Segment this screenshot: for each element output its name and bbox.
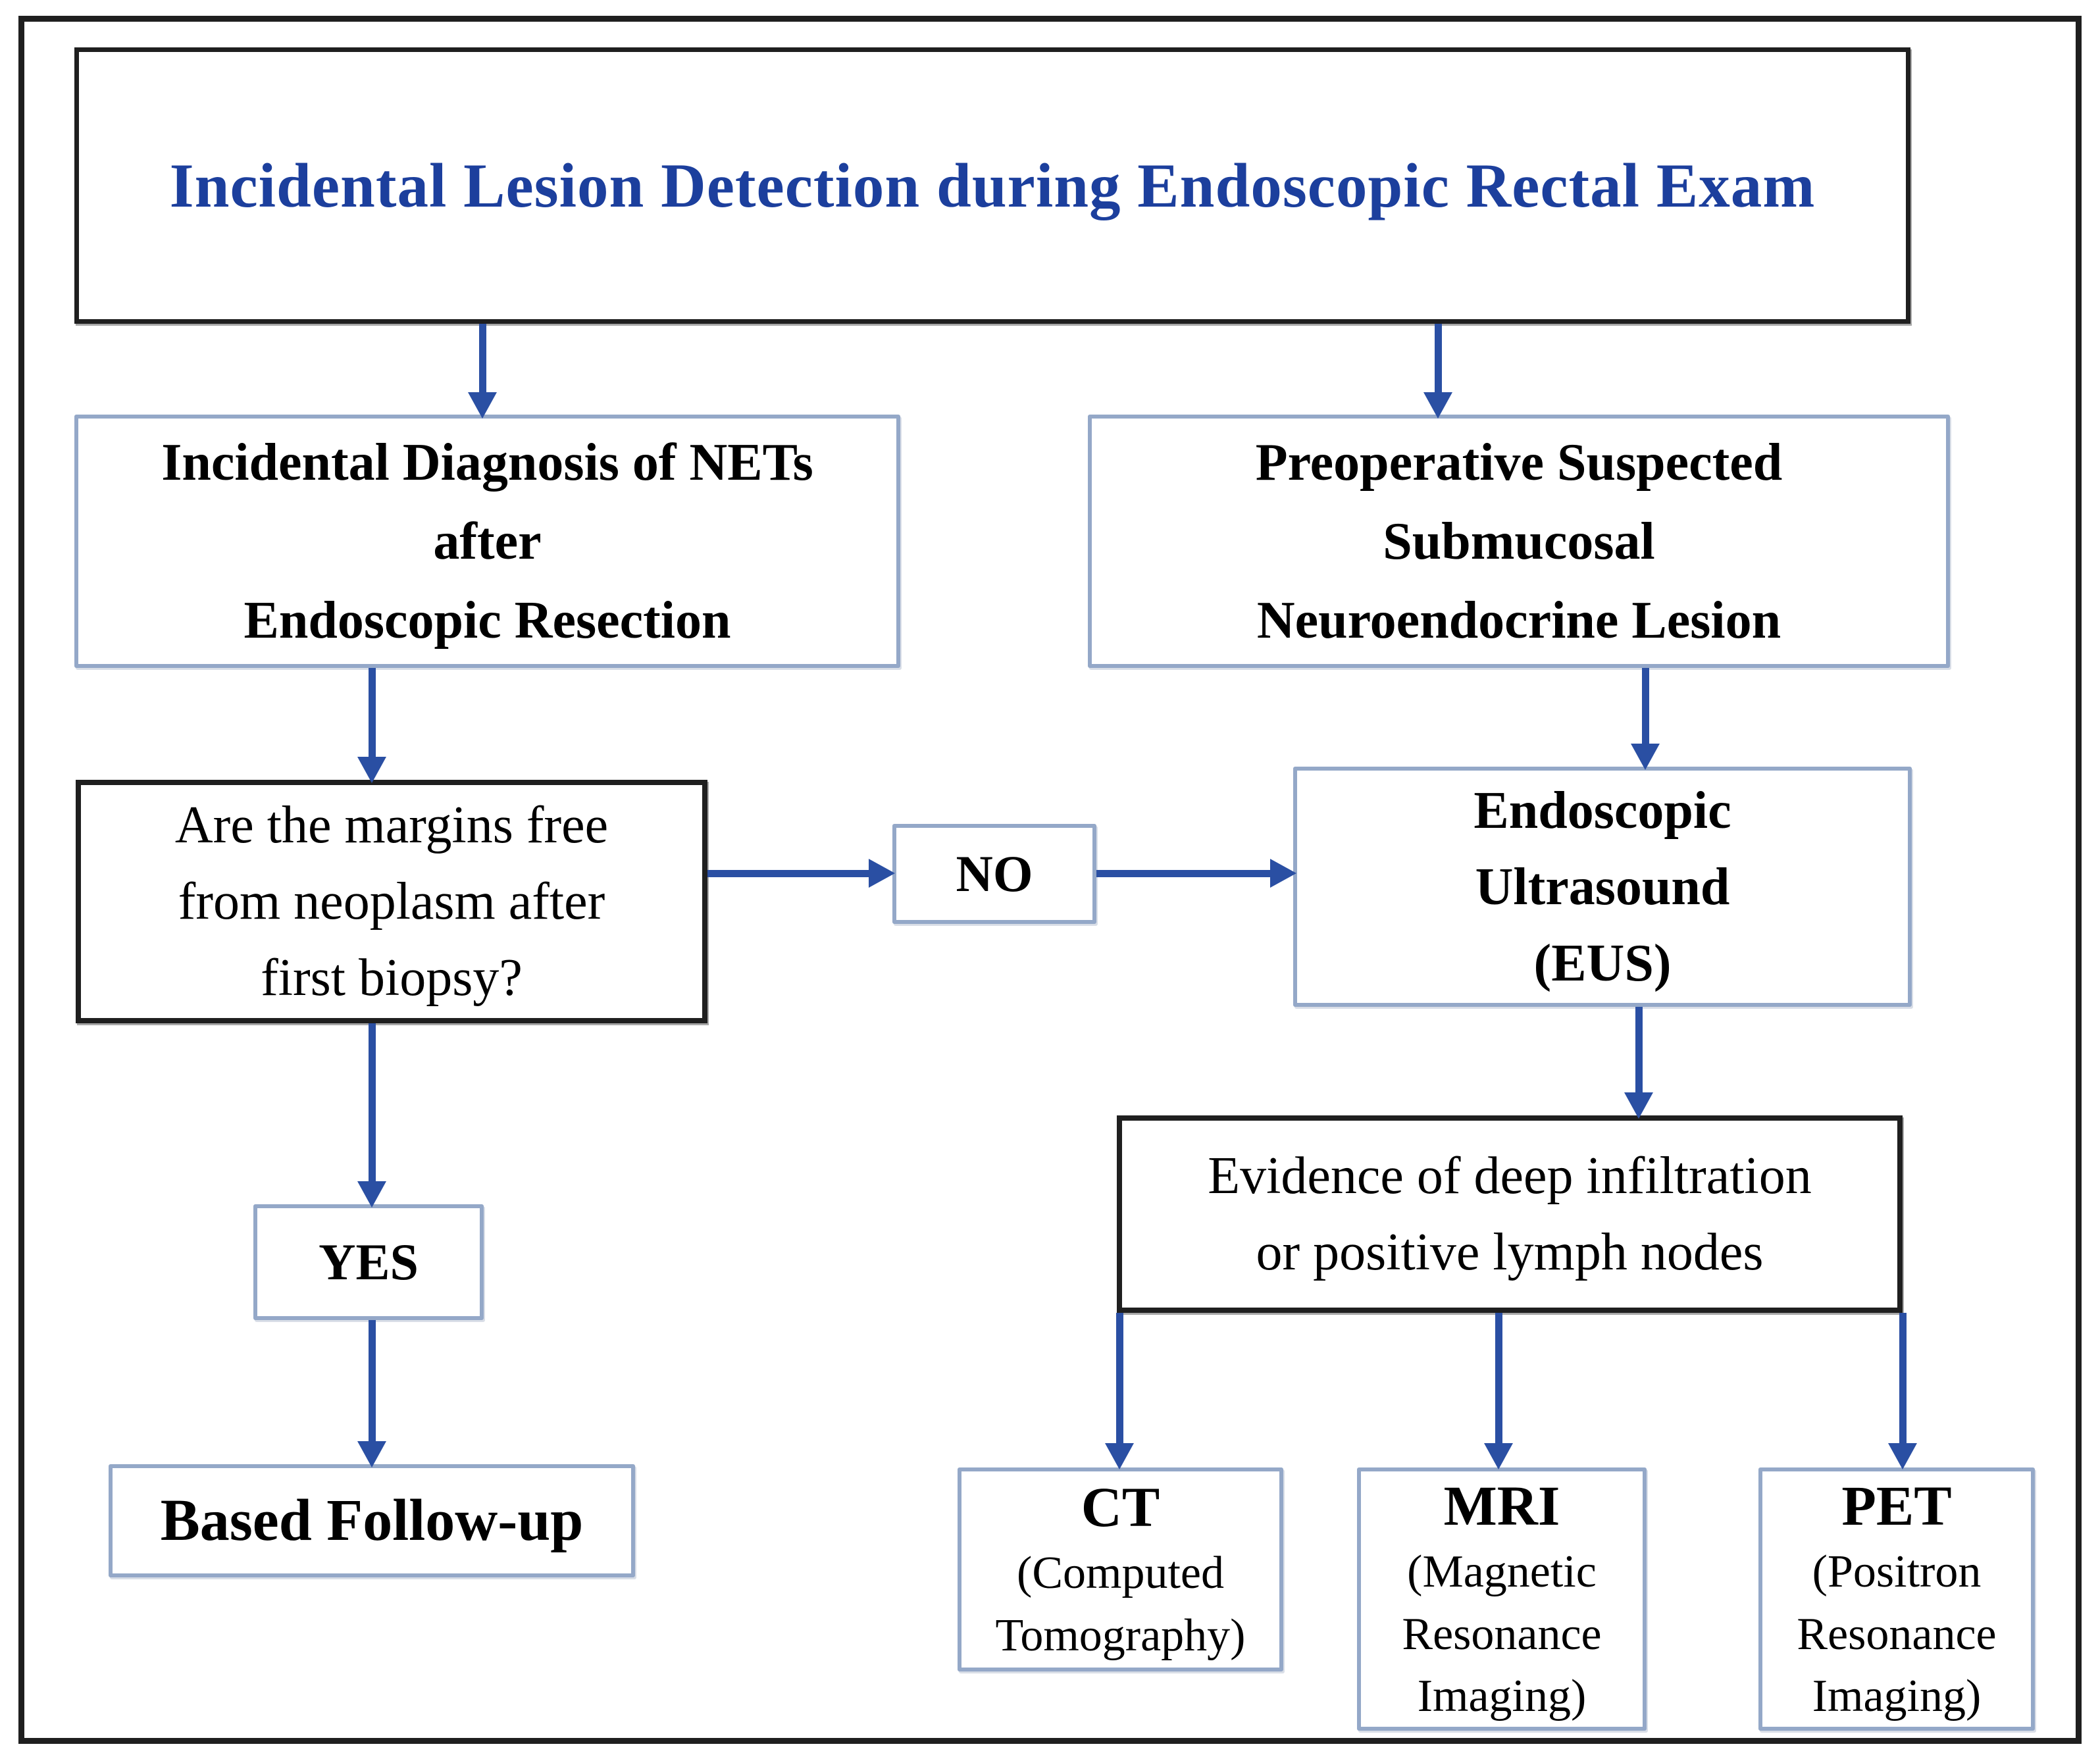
node-label-line: Resonance [1402,1608,1602,1660]
incidental-diagnosis-box: Incidental Diagnosis of NETs after Endos… [74,415,900,668]
node-label-line: Ultrasound [1475,857,1730,916]
node-label-line: first biopsy? [261,949,523,1007]
yes-label: YES [319,1233,419,1291]
eus-box: Endoscopic Ultrasound (EUS) [1293,767,1912,1007]
node-label-line: Evidence of deep infiltration [1208,1147,1812,1205]
mri-box: MRI (Magnetic Resonance Imaging) [1357,1467,1647,1731]
arrow-evidence-to-mri [1495,1313,1502,1447]
arrowhead-down-icon [1105,1443,1134,1469]
preoperative-suspected-box: Preoperative Suspected Submucosal Neuroe… [1088,415,1950,668]
arrow-evidence-to-ct [1116,1313,1123,1447]
node-label-line: after [433,512,542,571]
pet-title: PET [1841,1473,1952,1537]
arrowhead-right-icon [1270,859,1296,888]
ct-title: CT [1081,1475,1160,1539]
arrowhead-down-icon [1624,1092,1653,1119]
arrow-no-to-eus [1096,870,1273,877]
arrowhead-down-icon [357,1441,386,1467]
node-label-line: Endoscopic Resection [243,591,731,650]
arrowhead-down-icon [1631,744,1660,770]
node-label-line: Are the margins free [174,796,609,854]
node-label-line: (Magnetic [1407,1546,1597,1597]
diagram-outer-border [18,16,2082,1744]
node-label-line: or positive lymph nodes [1256,1223,1764,1281]
arrowhead-down-icon [1888,1443,1917,1469]
mri-title: MRI [1443,1473,1560,1537]
node-label-line: Endoscopic [1473,781,1731,840]
node-label-line: Tomography) [995,1610,1246,1661]
node-label-line: Incidental Diagnosis of NETs [161,433,813,492]
arrow-eus-to-evidence [1635,1007,1643,1095]
arrowhead-down-icon [357,1181,386,1208]
node-label-line: (EUS) [1533,934,1672,992]
arrow-title-to-incidental [479,324,486,395]
pet-box: PET (Positron Resonance Imaging) [1758,1467,2035,1731]
arrow-preoperative-to-eus [1642,668,1649,746]
title-box: Incidental Lesion Detection during Endos… [74,47,1910,324]
node-label-line: (Computed [1017,1548,1224,1599]
no-label: NO [956,845,1033,903]
no-box: NO [892,824,1096,924]
follow-up-label: Based Follow-up [160,1488,584,1553]
arrow-margins-to-no [707,870,871,877]
margins-question-box: Are the margins free from neoplasm after… [76,780,707,1023]
node-label-line: Imaging) [1417,1671,1587,1721]
node-label-line: Submucosal [1383,512,1655,571]
node-label-line: Imaging) [1812,1671,1982,1721]
arrow-incidental-to-margins [369,668,376,759]
arrowhead-down-icon [357,757,386,783]
page-title: Incidental Lesion Detection during Endos… [169,151,1816,220]
node-label-line: Neuroendocrine Lesion [1256,591,1781,650]
arrowhead-right-icon [869,859,895,888]
arrowhead-down-icon [468,392,497,419]
evidence-box: Evidence of deep infiltration or positiv… [1117,1115,1903,1313]
arrow-margins-to-yes [369,1023,376,1184]
arrowhead-down-icon [1423,392,1452,419]
node-label-line: Resonance [1797,1608,1997,1660]
node-label-line: from neoplasm after [178,873,605,930]
arrowhead-down-icon [1484,1443,1513,1469]
arrow-yes-to-followup [369,1320,376,1444]
arrow-evidence-to-pet [1899,1313,1907,1447]
arrow-title-to-preoperative [1435,324,1442,395]
follow-up-box: Based Follow-up [109,1464,635,1577]
node-label-line: (Positron [1812,1546,1982,1597]
ct-box: CT (Computed Tomography) [958,1467,1283,1671]
node-label-line: Preoperative Suspected [1255,433,1783,492]
yes-box: YES [253,1204,484,1320]
